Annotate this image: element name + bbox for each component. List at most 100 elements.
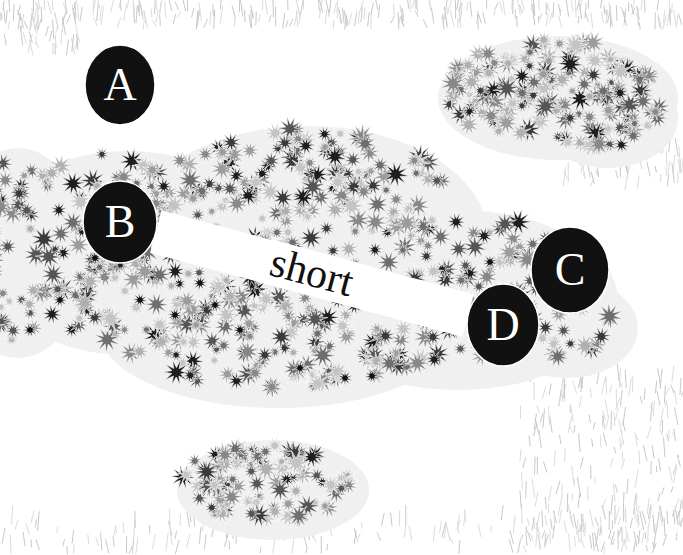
flower <box>435 258 459 281</box>
grass-blade <box>334 3 337 14</box>
grass-blade <box>647 498 649 515</box>
flower <box>494 111 519 136</box>
grass-blade <box>151 9 153 18</box>
grass-blade <box>559 509 562 523</box>
grass-blade <box>559 394 562 405</box>
flower <box>4 322 22 340</box>
flower <box>283 450 310 477</box>
grass-blade <box>610 385 612 393</box>
grass-blade <box>548 5 550 12</box>
flower <box>302 155 318 171</box>
grass-blade <box>679 388 681 395</box>
grass-blade <box>611 411 613 431</box>
grass-blade <box>532 4 534 15</box>
grass-blade <box>149 525 151 533</box>
flower <box>50 201 67 219</box>
grass-blade <box>10 535 11 554</box>
grass-blade <box>564 379 566 399</box>
flower <box>624 127 643 146</box>
grass-blade <box>673 433 676 439</box>
grass-blade <box>398 12 400 29</box>
grass-blade <box>18 10 21 20</box>
flower <box>196 145 214 163</box>
grass-blade <box>423 19 427 28</box>
grass-blade <box>306 547 307 553</box>
flower <box>500 55 517 72</box>
grass-blade <box>660 174 662 182</box>
grass-blade <box>594 532 598 552</box>
flower <box>371 156 390 174</box>
grass-blade <box>272 0 274 17</box>
grass-blade <box>444 7 447 26</box>
grass-blade <box>127 0 130 9</box>
flower <box>246 173 266 192</box>
flower <box>608 59 633 85</box>
circle-letter: C <box>555 247 586 293</box>
grass-blade <box>681 389 683 396</box>
flower <box>204 500 219 516</box>
grass-blade <box>614 447 616 453</box>
circle-fill <box>83 181 157 263</box>
flower <box>632 90 654 112</box>
grass-blade <box>559 389 562 406</box>
grass-blade <box>111 0 114 12</box>
grass-blade <box>126 536 127 553</box>
grass-blade <box>407 0 408 9</box>
grass-blade <box>44 0 46 10</box>
grass-blade <box>175 2 178 11</box>
grass-blade <box>494 8 495 16</box>
grass-blade <box>559 16 562 28</box>
grass-blade <box>123 522 125 533</box>
grass-blade <box>319 0 323 13</box>
flower <box>563 337 578 352</box>
flower <box>424 212 441 228</box>
grass-blade <box>9 0 10 12</box>
grass-blade <box>655 166 657 172</box>
grass-blade <box>560 9 561 15</box>
grass-blade <box>616 507 620 520</box>
grass-blade <box>106 539 109 553</box>
grass-blade <box>159 14 161 26</box>
grass-blade <box>603 416 604 429</box>
grass-blade <box>636 9 639 15</box>
grass-blade <box>225 535 229 548</box>
grass-blade <box>538 534 540 549</box>
flower <box>316 126 333 142</box>
grass-blade <box>677 172 678 183</box>
grass-blade <box>450 537 454 545</box>
grass-blade <box>590 388 592 398</box>
flower <box>456 113 481 137</box>
grass-blade <box>542 510 544 527</box>
grass-blade <box>664 385 665 403</box>
grass-blade <box>375 0 377 10</box>
grass-blade <box>458 515 460 526</box>
grass-blade <box>140 1 144 20</box>
grass-blade <box>539 14 542 20</box>
flower <box>144 292 169 316</box>
grass-blade <box>52 0 54 11</box>
flower <box>22 221 39 237</box>
flower <box>155 177 173 195</box>
shadow-blob <box>0 148 88 358</box>
grass-blade <box>339 9 342 23</box>
flower <box>268 478 292 502</box>
grass-blade <box>450 10 454 26</box>
grass-blade <box>220 0 222 9</box>
grass-blade <box>634 539 636 552</box>
grass-blade <box>67 15 71 24</box>
grass-blade <box>74 1 77 10</box>
grass-blade <box>632 377 634 393</box>
grass-blade <box>521 473 523 490</box>
grass-blade <box>56 25 58 33</box>
flower <box>534 65 553 84</box>
flower <box>563 32 589 58</box>
grass-blade <box>8 21 9 29</box>
flower <box>318 220 335 236</box>
flower <box>272 187 294 210</box>
grass-blade <box>630 518 632 528</box>
grass-blade <box>622 459 625 469</box>
grass-blade <box>229 541 231 550</box>
flower <box>429 172 446 190</box>
flower <box>240 141 260 161</box>
